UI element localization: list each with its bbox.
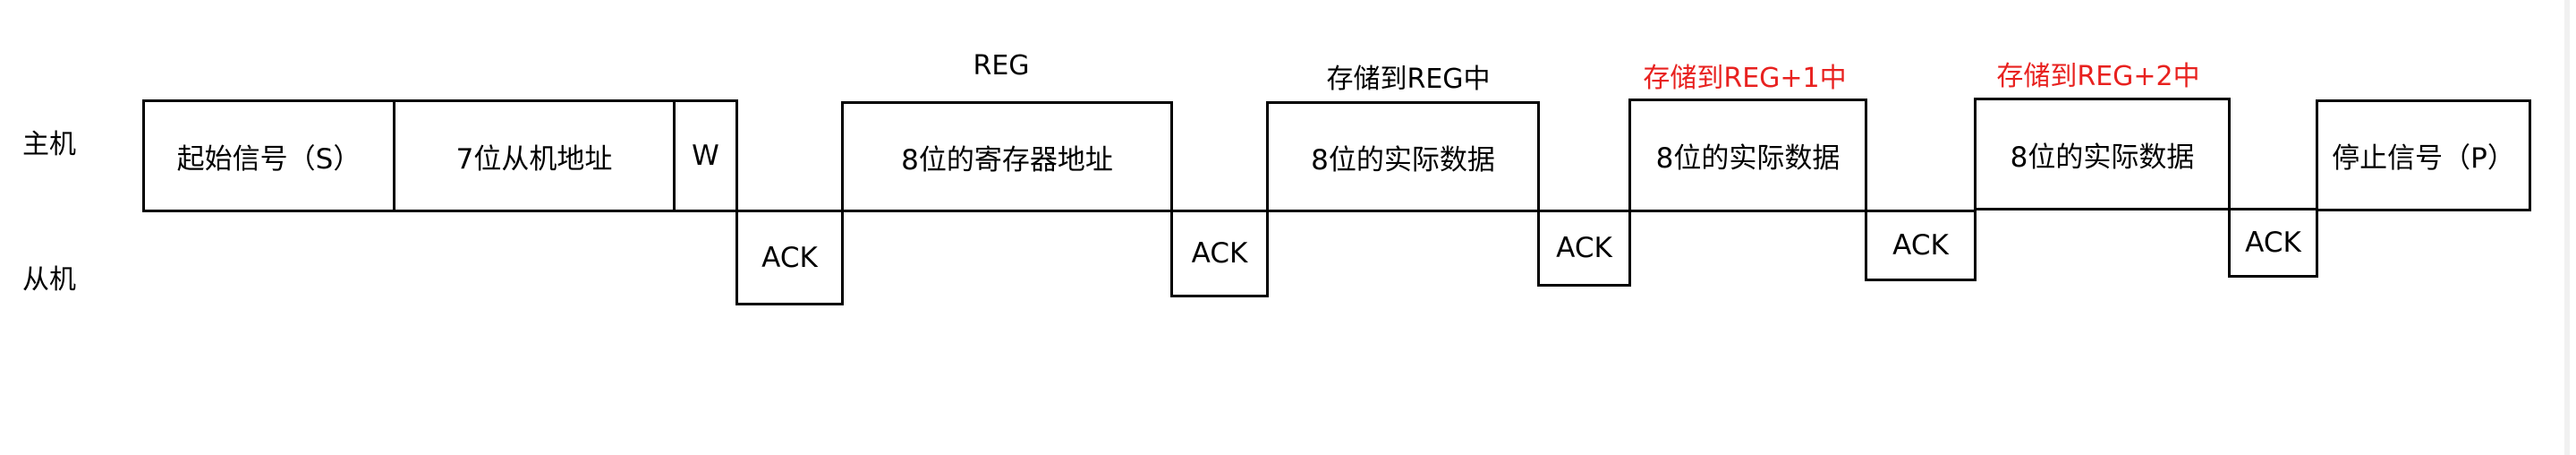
ack-box-5: ACK <box>2228 208 2318 278</box>
write-bit-box: W <box>673 99 738 212</box>
ack-box-4: ACK <box>1865 210 1977 281</box>
reg-caption: REG <box>973 50 1030 82</box>
store-reg-plus-2-caption: 存储到REG+2中 <box>1996 61 2200 92</box>
store-reg-plus-1-caption: 存储到REG+1中 <box>1643 63 1847 94</box>
data-byte-2-box: 8位的实际数据 <box>1628 99 1867 212</box>
master-row-label: 主机 <box>22 129 76 160</box>
start-signal-box: 起始信号（S） <box>142 99 395 212</box>
slave-row-label: 从机 <box>22 264 76 296</box>
stop-signal-box: 停止信号（P） <box>2316 99 2531 211</box>
register-address-box: 8位的寄存器地址 <box>841 101 1173 212</box>
store-reg-caption: 存储到REG中 <box>1326 64 1491 95</box>
right-edge-strip <box>2564 0 2570 455</box>
data-byte-3-box: 8位的实际数据 <box>1974 98 2231 210</box>
slave-address-box: 7位从机地址 <box>393 99 676 212</box>
data-byte-1-box: 8位的实际数据 <box>1266 101 1540 212</box>
ack-box-1: ACK <box>735 210 844 305</box>
ack-box-3: ACK <box>1537 210 1631 287</box>
ack-box-2: ACK <box>1170 210 1269 297</box>
